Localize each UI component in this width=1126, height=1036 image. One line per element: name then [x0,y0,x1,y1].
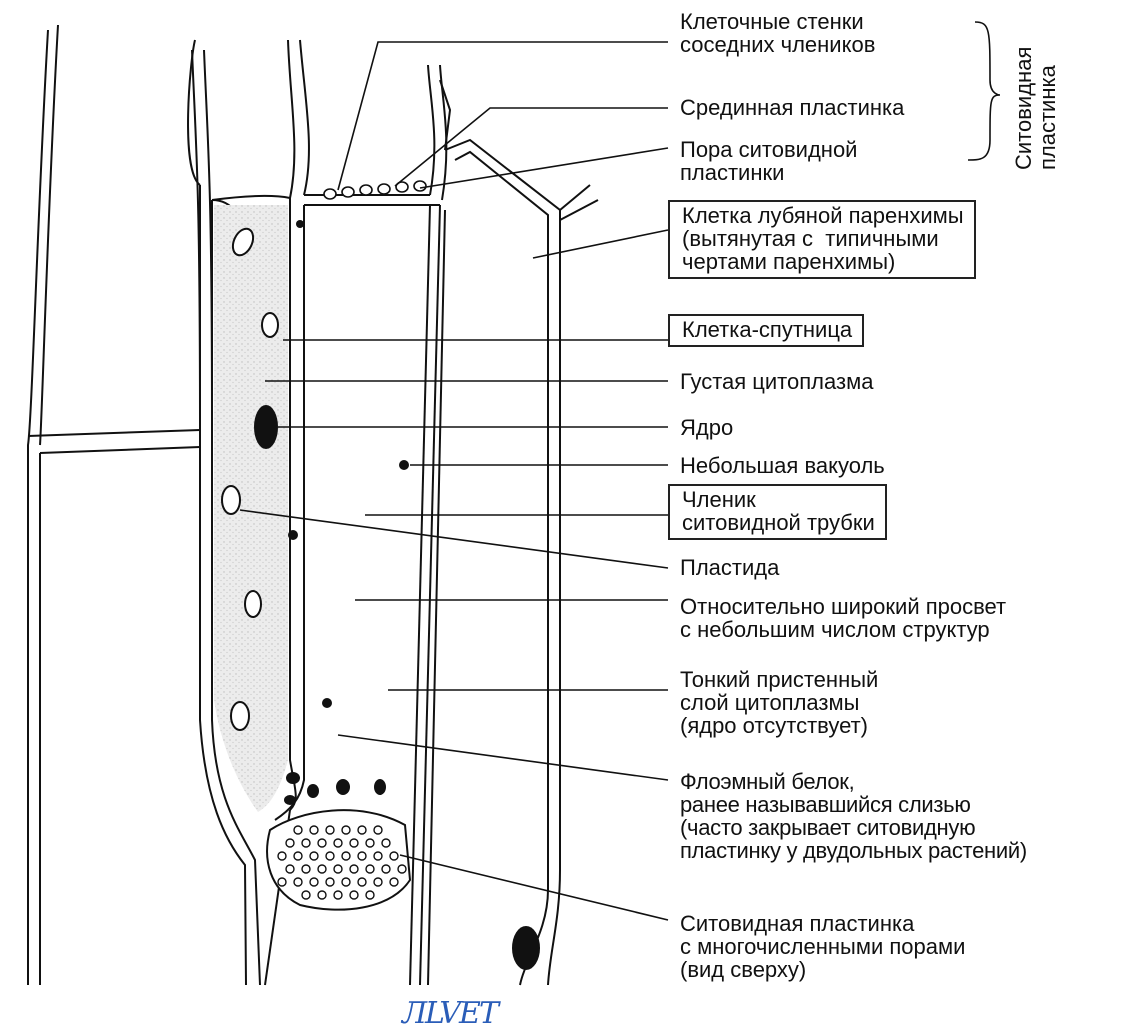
top-walls [188,40,446,205]
label-thin-cytoplasm: Тонкий пристенный слой цитоплазмы (ядро … [680,668,878,737]
plastid-shape [222,486,240,514]
sieve-plate-top-view [267,810,410,910]
handwritten-signature: ЛLVEТ [402,996,497,1031]
plastid-shape [245,591,261,617]
label-middle-lamella: Срединная пластинка [680,96,904,119]
label-plastid: Пластида [680,556,779,579]
label-sieve-plate-group: Ситовидная пластинка [1002,10,1072,170]
label-small-vacuole: Небольшая вакуоль [680,454,885,477]
plastid-shape [262,313,278,337]
label-dense-cytoplasm: Густая цитоплазма [680,370,873,393]
right-parenchyma-walls [440,80,598,985]
plastid-shape [231,702,249,730]
label-parenchyma-cell: Клетка лубяной паренхимы (вытянутая с ти… [668,200,976,279]
label-sieve-plate-top: Ситовидная пластинка с многочисленными п… [680,912,965,981]
left-cell-walls [28,25,212,985]
nucleus-shape [254,405,278,449]
label-walls-neighbor: Клеточные стенки соседних члеников [680,10,875,56]
label-sieve-tube-member: Членик ситовидной трубки [668,484,887,540]
label-wide-lumen: Относительно широкий просвет с небольшим… [680,595,1006,641]
parenchyma-nucleus [512,926,540,970]
label-phloem-protein: Флоэмный белок, ранее называвшийся слизь… [680,770,1027,862]
label-nucleus: Ядро [680,416,733,439]
label-companion-cell: Клетка-спутница [668,314,864,347]
label-sieve-pore: Пора ситовидной пластинки [680,138,857,184]
